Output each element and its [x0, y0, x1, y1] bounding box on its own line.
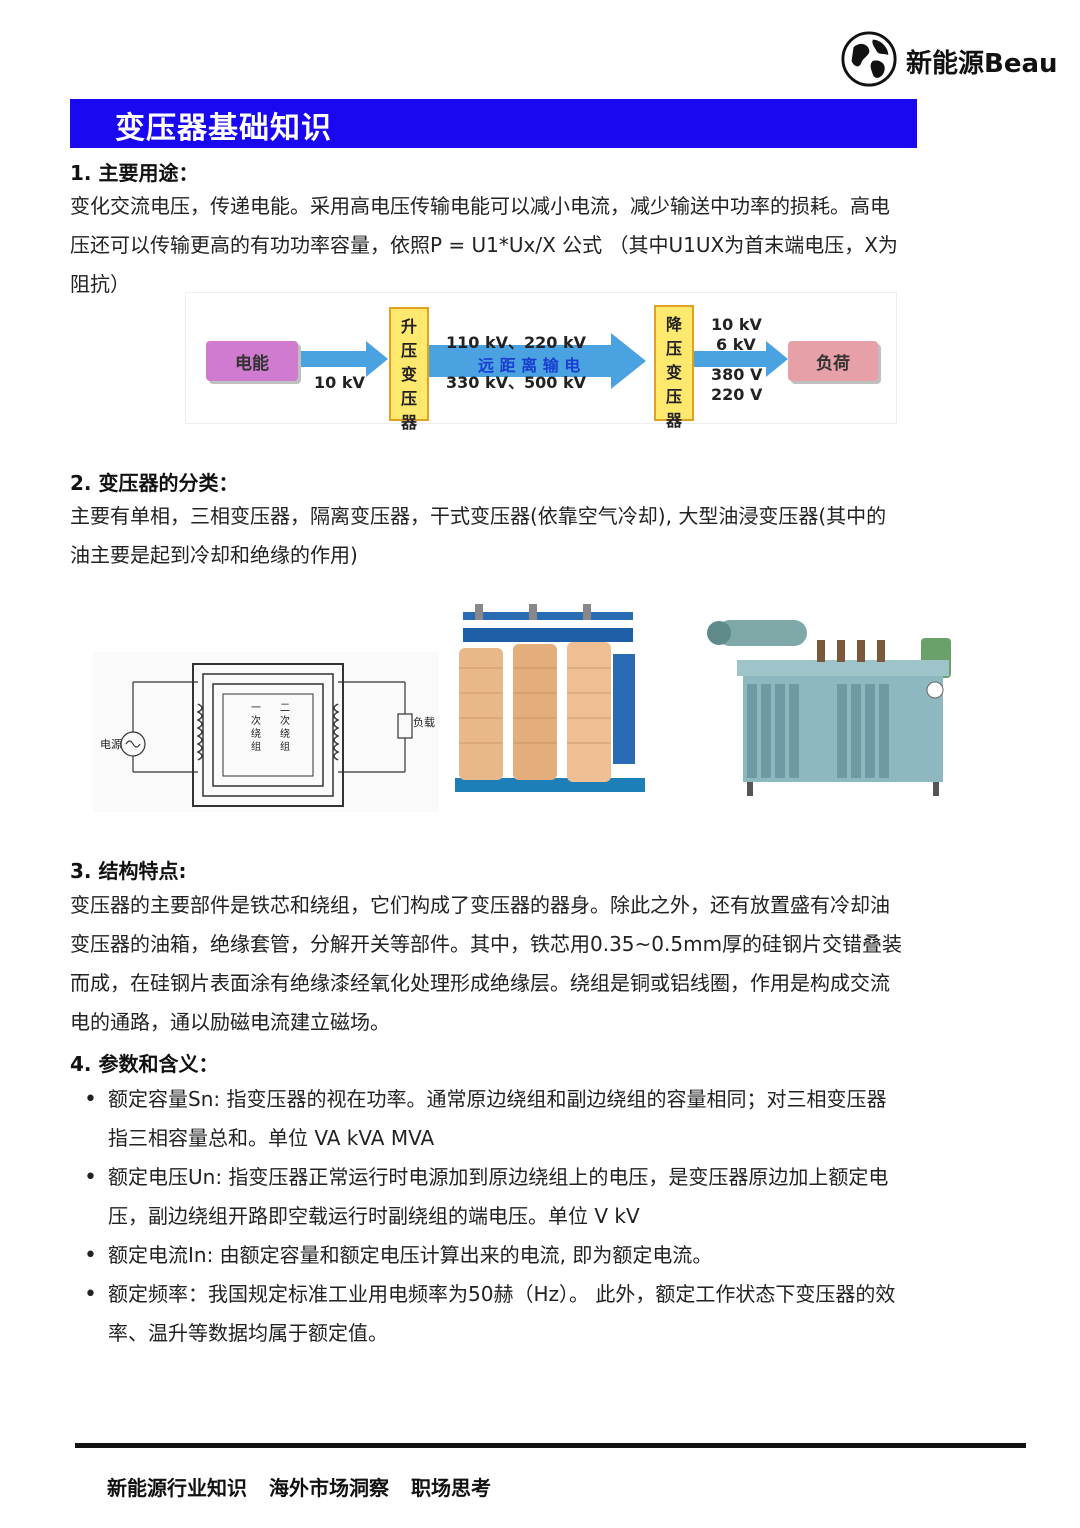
label-char: 绕	[280, 729, 290, 740]
label-char: 一	[251, 703, 261, 714]
section-body-classification: 主要有单相，三相变压器，隔离变压器，干式变压器(依靠空气冷却), 大型油浸变压器…	[70, 497, 970, 575]
text-line: 指三相容量总和。单位 VA kVA MVA	[108, 1126, 435, 1150]
list-item: 额定容量Sn: 指变压器的视在功率。通常原边绕组和副边绕组的容量相同；对三相变压…	[70, 1080, 980, 1158]
step-down-transformer-box: 降 压 变 压 器	[654, 305, 694, 430]
step-down-char: 器	[665, 411, 682, 430]
section-heading-usage: 1. 主要用途：	[70, 161, 199, 185]
text-line: 额定电流In: 由额定容量和额定电压计算出来的电流, 即为额定电流。	[108, 1243, 713, 1267]
label-char: 二	[280, 703, 290, 714]
secondary-winding-label: 二 次 绕 组	[280, 702, 292, 754]
label-char: 绕	[251, 729, 261, 740]
text-line: 变化交流电压，传递电能。采用高电压传输电能可以减小电流，减少输送中功率的损耗。高…	[70, 194, 890, 218]
text-line: 率、温升等数据均属于额定值。	[108, 1321, 388, 1345]
parameters-list: 额定容量Sn: 指变压器的视在功率。通常原边绕组和副边绕组的容量相同；对三相变压…	[70, 1080, 980, 1353]
section-body-structure: 变压器的主要部件是铁芯和绕组，它们构成了变压器的器身。除此之外，还有放置盛有冷却…	[70, 886, 970, 1042]
text-line: 油主要是起到冷却和绝缘的作用)	[70, 543, 358, 567]
source-voltage-label: 10 kV	[314, 373, 365, 392]
transmission-voltage-bottom: 330 kV、500 kV	[446, 373, 586, 392]
footer-link-career[interactable]: 职场思考	[411, 1476, 491, 1500]
text-line: 压，副边绕组开路即空载运行时副绕组的端电压。单位 V kV	[108, 1204, 640, 1228]
label-char: 组	[251, 742, 261, 753]
label-char: 次	[280, 716, 290, 727]
step-up-char: 压	[400, 341, 417, 360]
step-up-char: 器	[400, 413, 417, 432]
oil-immersed-transformer-image	[657, 598, 970, 813]
text-line: 电的通路，通以励磁电流建立磁场。	[70, 1010, 390, 1034]
label-char: 组	[280, 742, 290, 753]
text-line: 阻抗）	[70, 272, 130, 296]
footer-link-overseas[interactable]: 海外市场洞察	[269, 1476, 389, 1500]
transformer-schematic: 电源 负载 一 次 绕 组 二 次 绕 组	[93, 652, 439, 812]
transmission-label: 远 距 离 输 电	[478, 356, 581, 375]
section-heading-parameters: 4. 参数和含义：	[70, 1052, 219, 1076]
list-item: 额定频率：我国规定标准工业用电频率为50赫（Hz）。 此外，额定工作状态下变压器…	[70, 1275, 980, 1353]
distribution-voltage-2: 6 kV	[716, 335, 756, 354]
load-label: 负载	[413, 716, 435, 729]
brand: 新能源Beau	[840, 30, 1058, 92]
brand-name: 新能源Beau	[906, 48, 1058, 79]
transmission-voltage-top: 110 kV、220 kV	[446, 333, 586, 352]
text-line: 额定电压Un: 指变压器正常运行时电源加到原边绕组上的电压，是变压器原边加上额定…	[108, 1165, 889, 1189]
load-box: 负荷	[788, 341, 878, 381]
distribution-voltage-3: 380 V	[711, 365, 763, 384]
text-line: 主要有单相，三相变压器，隔离变压器，干式变压器(依靠空气冷却), 大型油浸变压器…	[70, 504, 887, 528]
step-up-char: 压	[400, 389, 417, 408]
list-item: 额定电流In: 由额定容量和额定电压计算出来的电流, 即为额定电流。	[70, 1236, 980, 1275]
text-line: 而成，在硅钢片表面涂有绝缘漆经氧化处理形成绝缘层。绕组是铜或铝线圈，作用是构成交…	[70, 971, 890, 995]
footer-link-industry[interactable]: 新能源行业知识	[107, 1476, 247, 1500]
power-source-label: 电源	[100, 738, 122, 751]
text-line: 额定频率：我国规定标准工业用电频率为50赫（Hz）。 此外，额定工作状态下变压器…	[108, 1282, 896, 1306]
step-down-char: 压	[665, 387, 682, 406]
globe-icon	[840, 30, 898, 92]
text-line: 变压器的主要部件是铁芯和绕组，它们构成了变压器的器身。除此之外，还有放置盛有冷却…	[70, 893, 890, 917]
section-heading-classification: 2. 变压器的分类：	[70, 471, 239, 495]
distribution-voltage-4: 220 V	[711, 385, 763, 404]
step-down-char: 降	[665, 315, 682, 334]
footer-divider	[75, 1443, 1026, 1448]
text-line: 压还可以传输更高的有功功率容量，依照P = U1*Ux/X 公式 （其中U1UX…	[70, 233, 898, 257]
text-line: 额定容量Sn: 指变压器的视在功率。通常原边绕组和副边绕组的容量相同；对三相变压…	[108, 1087, 887, 1111]
dry-type-transformer-image	[445, 598, 657, 813]
text-line: 变压器的油箱，绝缘套管，分解开关等部件。其中，铁芯用0.35~0.5mm厚的硅钢…	[70, 932, 903, 956]
step-up-transformer-box: 升 压 变 压 器	[389, 307, 429, 432]
page-title: 变压器基础知识	[115, 111, 332, 146]
list-item: 额定电压Un: 指变压器正常运行时电源加到原边绕组上的电压，是变压器原边加上额定…	[70, 1158, 980, 1236]
step-down-char: 压	[665, 339, 682, 358]
section-heading-structure: 3. 结构特点:	[70, 859, 187, 883]
title-bar	[70, 99, 917, 148]
distribution-voltage-1: 10 kV	[711, 315, 762, 334]
step-up-char: 升	[400, 317, 417, 336]
primary-winding-label: 一 次 绕 组	[251, 702, 263, 754]
step-up-char: 变	[400, 365, 417, 384]
power-transmission-diagram: 电能 10 kV 升 压 变 压 器 110 kV、220 kV 远 距 离 输…	[185, 292, 897, 432]
power-source-box: 电能	[206, 341, 298, 381]
footer: 新能源行业知识 海外市场洞察 职场思考	[107, 1472, 491, 1501]
label-char: 次	[251, 716, 261, 727]
section-body-usage: 变化交流电压，传递电能。采用高电压传输电能可以减小电流，减少输送中功率的损耗。高…	[70, 187, 970, 304]
step-down-char: 变	[665, 363, 682, 382]
